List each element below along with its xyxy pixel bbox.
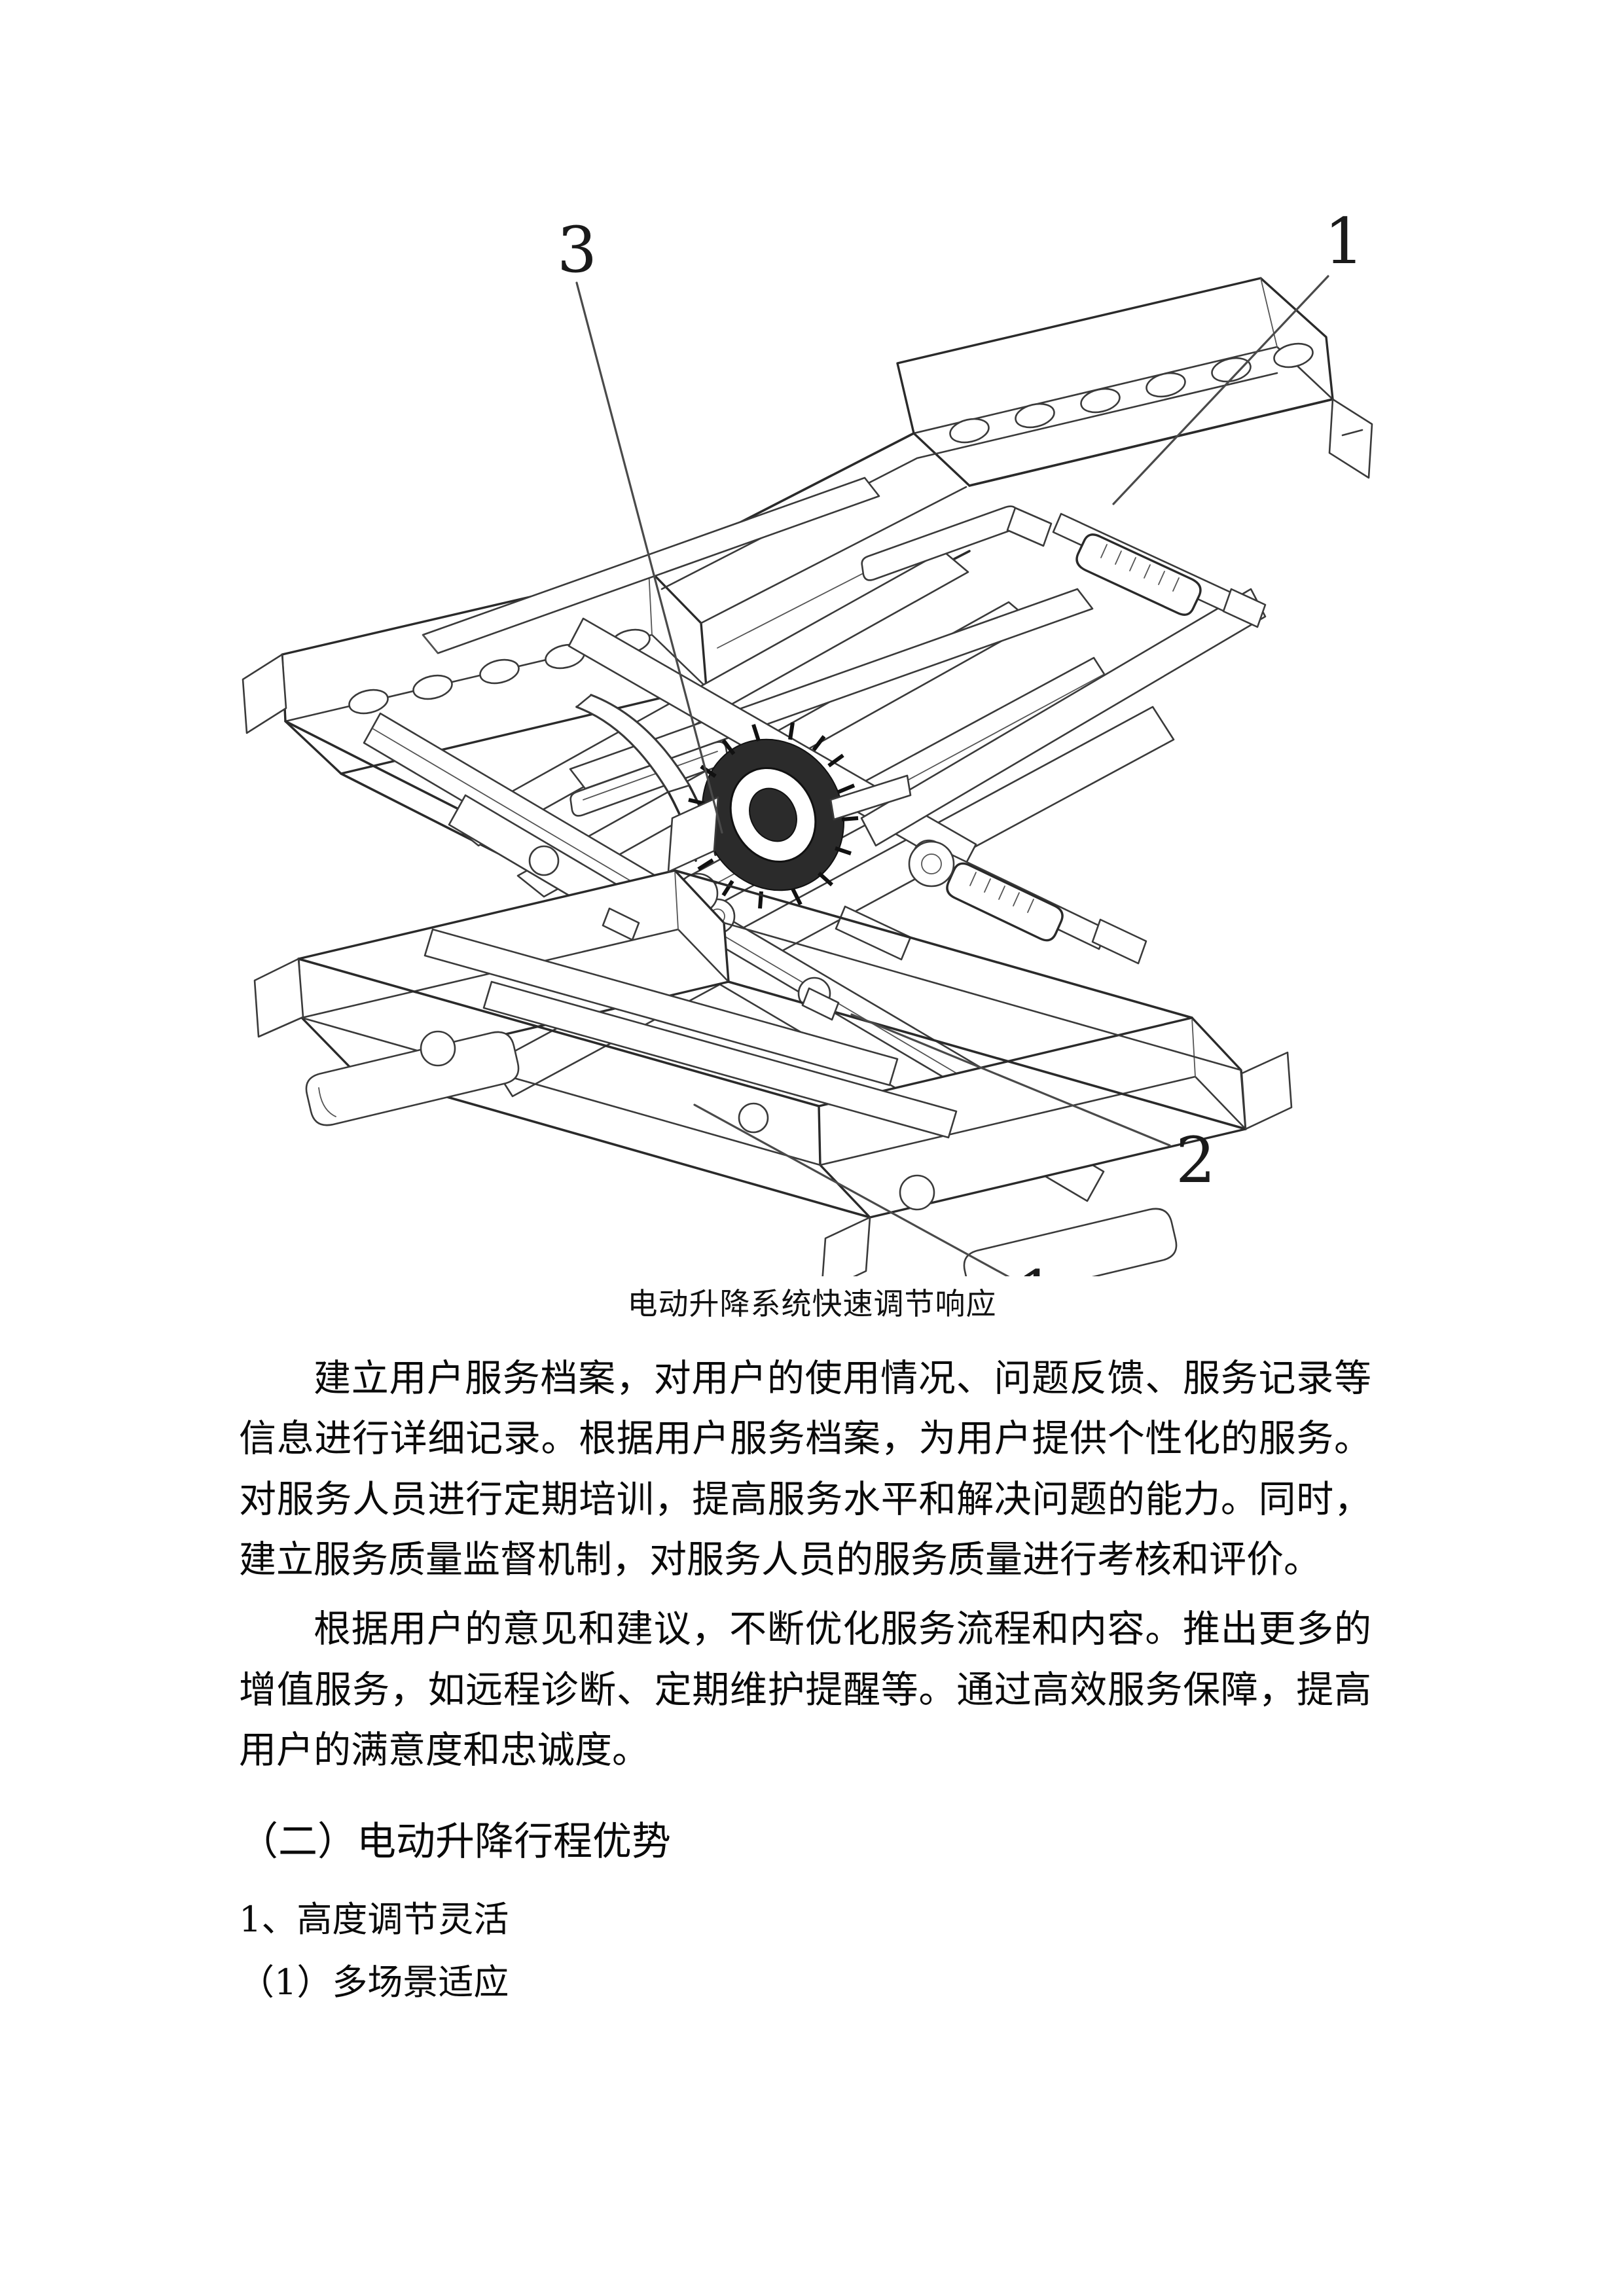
scissor-lift-diagram: 3 1 2 1 — [242, 205, 1373, 1276]
document-body: 建立用户服务档案，对用户的使用情况、问题反馈、服务记录等信息进行详细记录。根据用… — [239, 1348, 1371, 2011]
sub-heading-multi-scenario: （1）多场景适应 — [239, 1961, 509, 2003]
callout-label-3: 3 — [557, 213, 597, 287]
base-roller-left — [305, 1031, 519, 1126]
callout-label-2: 2 — [1176, 1124, 1216, 1197]
leader-line-1-top — [1111, 275, 1329, 505]
gear-assembly — [685, 722, 858, 909]
leader-line-1-bottom — [693, 1103, 1010, 1276]
leader-line-3 — [575, 281, 723, 834]
paragraph-service-optimization: 根据用户的意见和建议，不断优化服务流程和内容。推出更多的增值服务，如远程诊断、定… — [239, 1607, 1371, 1772]
base-roller-right — [963, 1208, 1177, 1276]
callout-label-1-top: 1 — [1324, 205, 1364, 278]
leader-line-2 — [850, 1013, 1171, 1147]
figure-container: 3 1 2 1 电动升降系统快速调节响应 — [0, 137, 1624, 1321]
sub-heading-height-adjustment: 1、高度调节灵活 — [239, 1899, 509, 1941]
paragraph-service-records: 建立用户服务档案，对用户的使用情况、问题反馈、服务记录等信息进行详细记录。根据用… — [239, 1357, 1371, 1581]
callout-label-1-bottom: 1 — [1017, 1257, 1056, 1276]
section-heading: （二）电动升降行程优势 — [239, 1819, 671, 1865]
figure-caption: 电动升降系统快速调节响应 — [627, 1286, 997, 1321]
